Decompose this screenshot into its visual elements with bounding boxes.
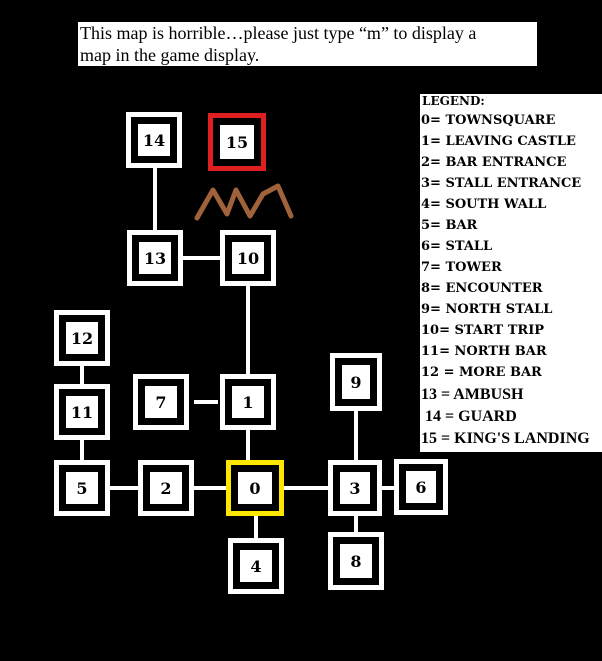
legend-entry-0: 0= TOWNSQUARE (421, 113, 556, 128)
map-hint-line-2: map in the game display. (80, 45, 260, 65)
legend-entry-4: 4= SOUTH WALL (421, 197, 547, 212)
room-label: 4 (240, 550, 272, 582)
room-4-south-wall[interactable]: 4 (228, 538, 284, 594)
room-5-bar[interactable]: 5 (54, 460, 110, 516)
room-label: 10 (232, 242, 264, 274)
room-9-north-stall[interactable]: 9 (330, 353, 382, 411)
legend-entry-12: 12 = MORE BAR (421, 365, 542, 380)
room-label: 8 (340, 544, 372, 578)
room-6-stall[interactable]: 6 (394, 459, 448, 515)
legend-title: LEGEND: (422, 94, 485, 108)
room-label: 12 (66, 322, 98, 354)
room-3-stall-entrance[interactable]: 3 (328, 460, 382, 516)
room-label: 7 (145, 386, 177, 418)
room-label: 15 (220, 125, 254, 159)
room-2-bar-entrance[interactable]: 2 (138, 460, 194, 516)
room-label: 0 (238, 472, 272, 504)
room-15-kings-landing[interactable]: 15 (208, 113, 266, 171)
legend-entry-15: 15 = KING'S LANDING (421, 430, 590, 447)
room-label: 2 (150, 472, 182, 504)
room-14-guard[interactable]: 14 (126, 112, 182, 168)
room-label: 13 (139, 242, 171, 274)
legend-entry-6: 6= STALL (421, 239, 493, 254)
room-11-north-bar[interactable]: 11 (54, 384, 110, 440)
legend-entry-14: 14 = GUARD (425, 408, 517, 425)
room-1-leaving-castle[interactable]: 1 (220, 374, 276, 430)
legend-entry-11: 11= NORTH BAR (421, 344, 547, 359)
legend-entry-8: 8= ENCOUNTER (421, 281, 543, 296)
room-12-more-bar[interactable]: 12 (54, 310, 110, 366)
room-10-start-trip[interactable]: 10 (220, 230, 276, 286)
legend-entry-1: 1= LEAVING CASTLE (421, 134, 576, 149)
room-label: 9 (342, 365, 370, 399)
legend-entry-9: 9= NORTH STALL (421, 302, 553, 317)
legend-entry-13: 13 = AMBUSH (421, 386, 524, 403)
legend-entry-5: 5= BAR (421, 218, 478, 233)
mountains-icon (194, 183, 294, 221)
room-label: 5 (66, 472, 98, 504)
room-8-encounter[interactable]: 8 (328, 532, 384, 590)
room-label: 1 (232, 386, 264, 418)
legend-entry-2: 2= BAR ENTRANCE (421, 155, 567, 170)
room-label: 14 (138, 124, 170, 156)
legend-entry-10: 10= START TRIP (421, 323, 545, 338)
room-7-tower[interactable]: 7 (133, 374, 189, 430)
room-label: 6 (406, 471, 436, 503)
legend-panel: LEGEND: 0= TOWNSQUARE 1= LEAVING CASTLE … (420, 94, 602, 452)
legend-entry-3: 3= STALL ENTRANCE (421, 176, 582, 191)
room-13-ambush[interactable]: 13 (127, 230, 183, 286)
room-label: 11 (66, 396, 98, 428)
map-hint-note: This map is horrible…please just type “m… (78, 22, 537, 66)
room-label: 3 (340, 472, 370, 504)
legend-entry-7: 7= TOWER (421, 260, 502, 275)
room-0-townsquare-current[interactable]: 0 (226, 460, 284, 516)
map-hint-line-1: This map is horrible…please just type “m… (80, 23, 477, 43)
